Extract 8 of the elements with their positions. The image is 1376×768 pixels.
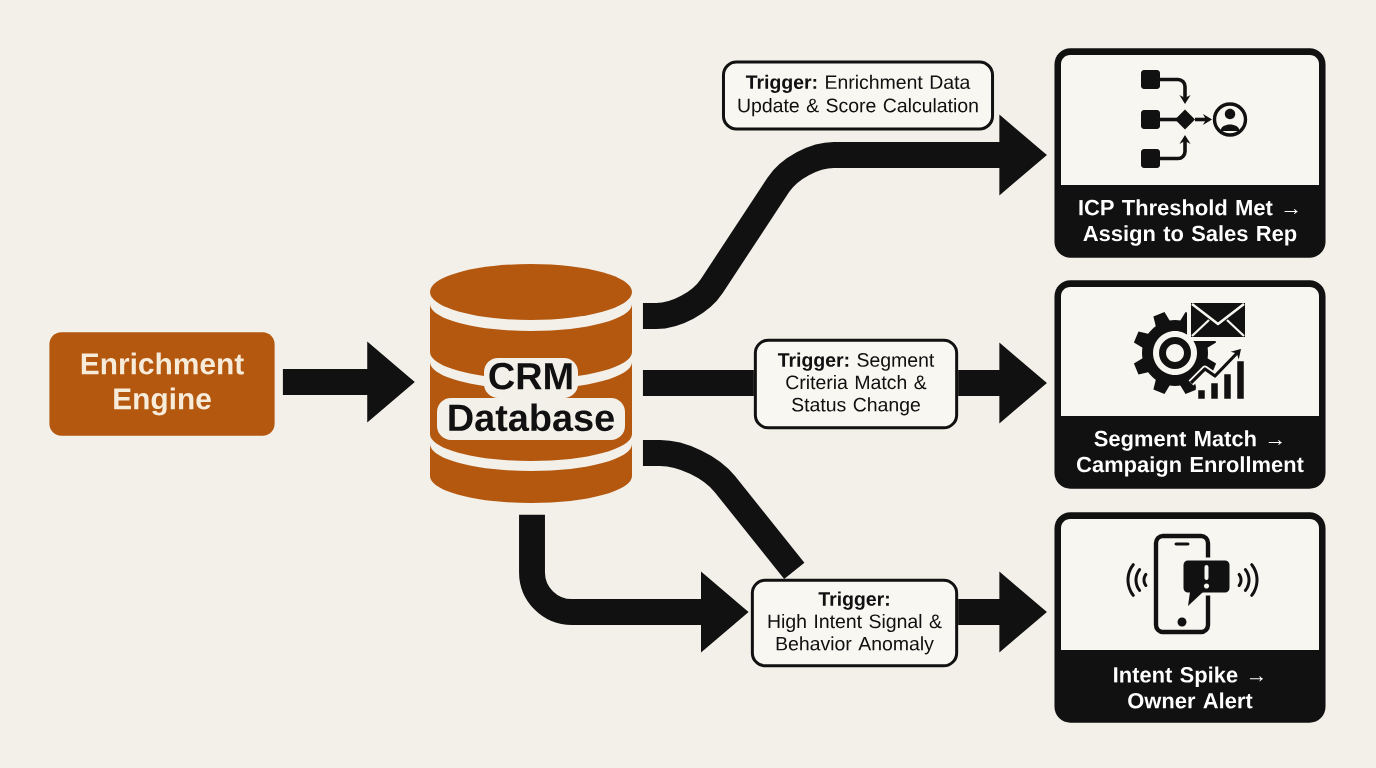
trigger-box: Trigger: Enrichment Data Update & Score Calculation bbox=[722, 60, 995, 131]
action-card: Intent Spike → Owner Alert bbox=[1054, 512, 1326, 723]
database-cylinder: CRM Database bbox=[430, 264, 632, 503]
connector-line bbox=[642, 370, 754, 396]
trigger-box: Trigger: High Intent Signal & Behavior Anomaly bbox=[750, 578, 959, 668]
process-box: Enrichment Engine bbox=[49, 332, 275, 436]
action-card: ICP Threshold Met → Assign to Sales Rep bbox=[1054, 48, 1326, 258]
trigger-box: Trigger: Segment Criteria Match & Status Change bbox=[753, 338, 959, 430]
